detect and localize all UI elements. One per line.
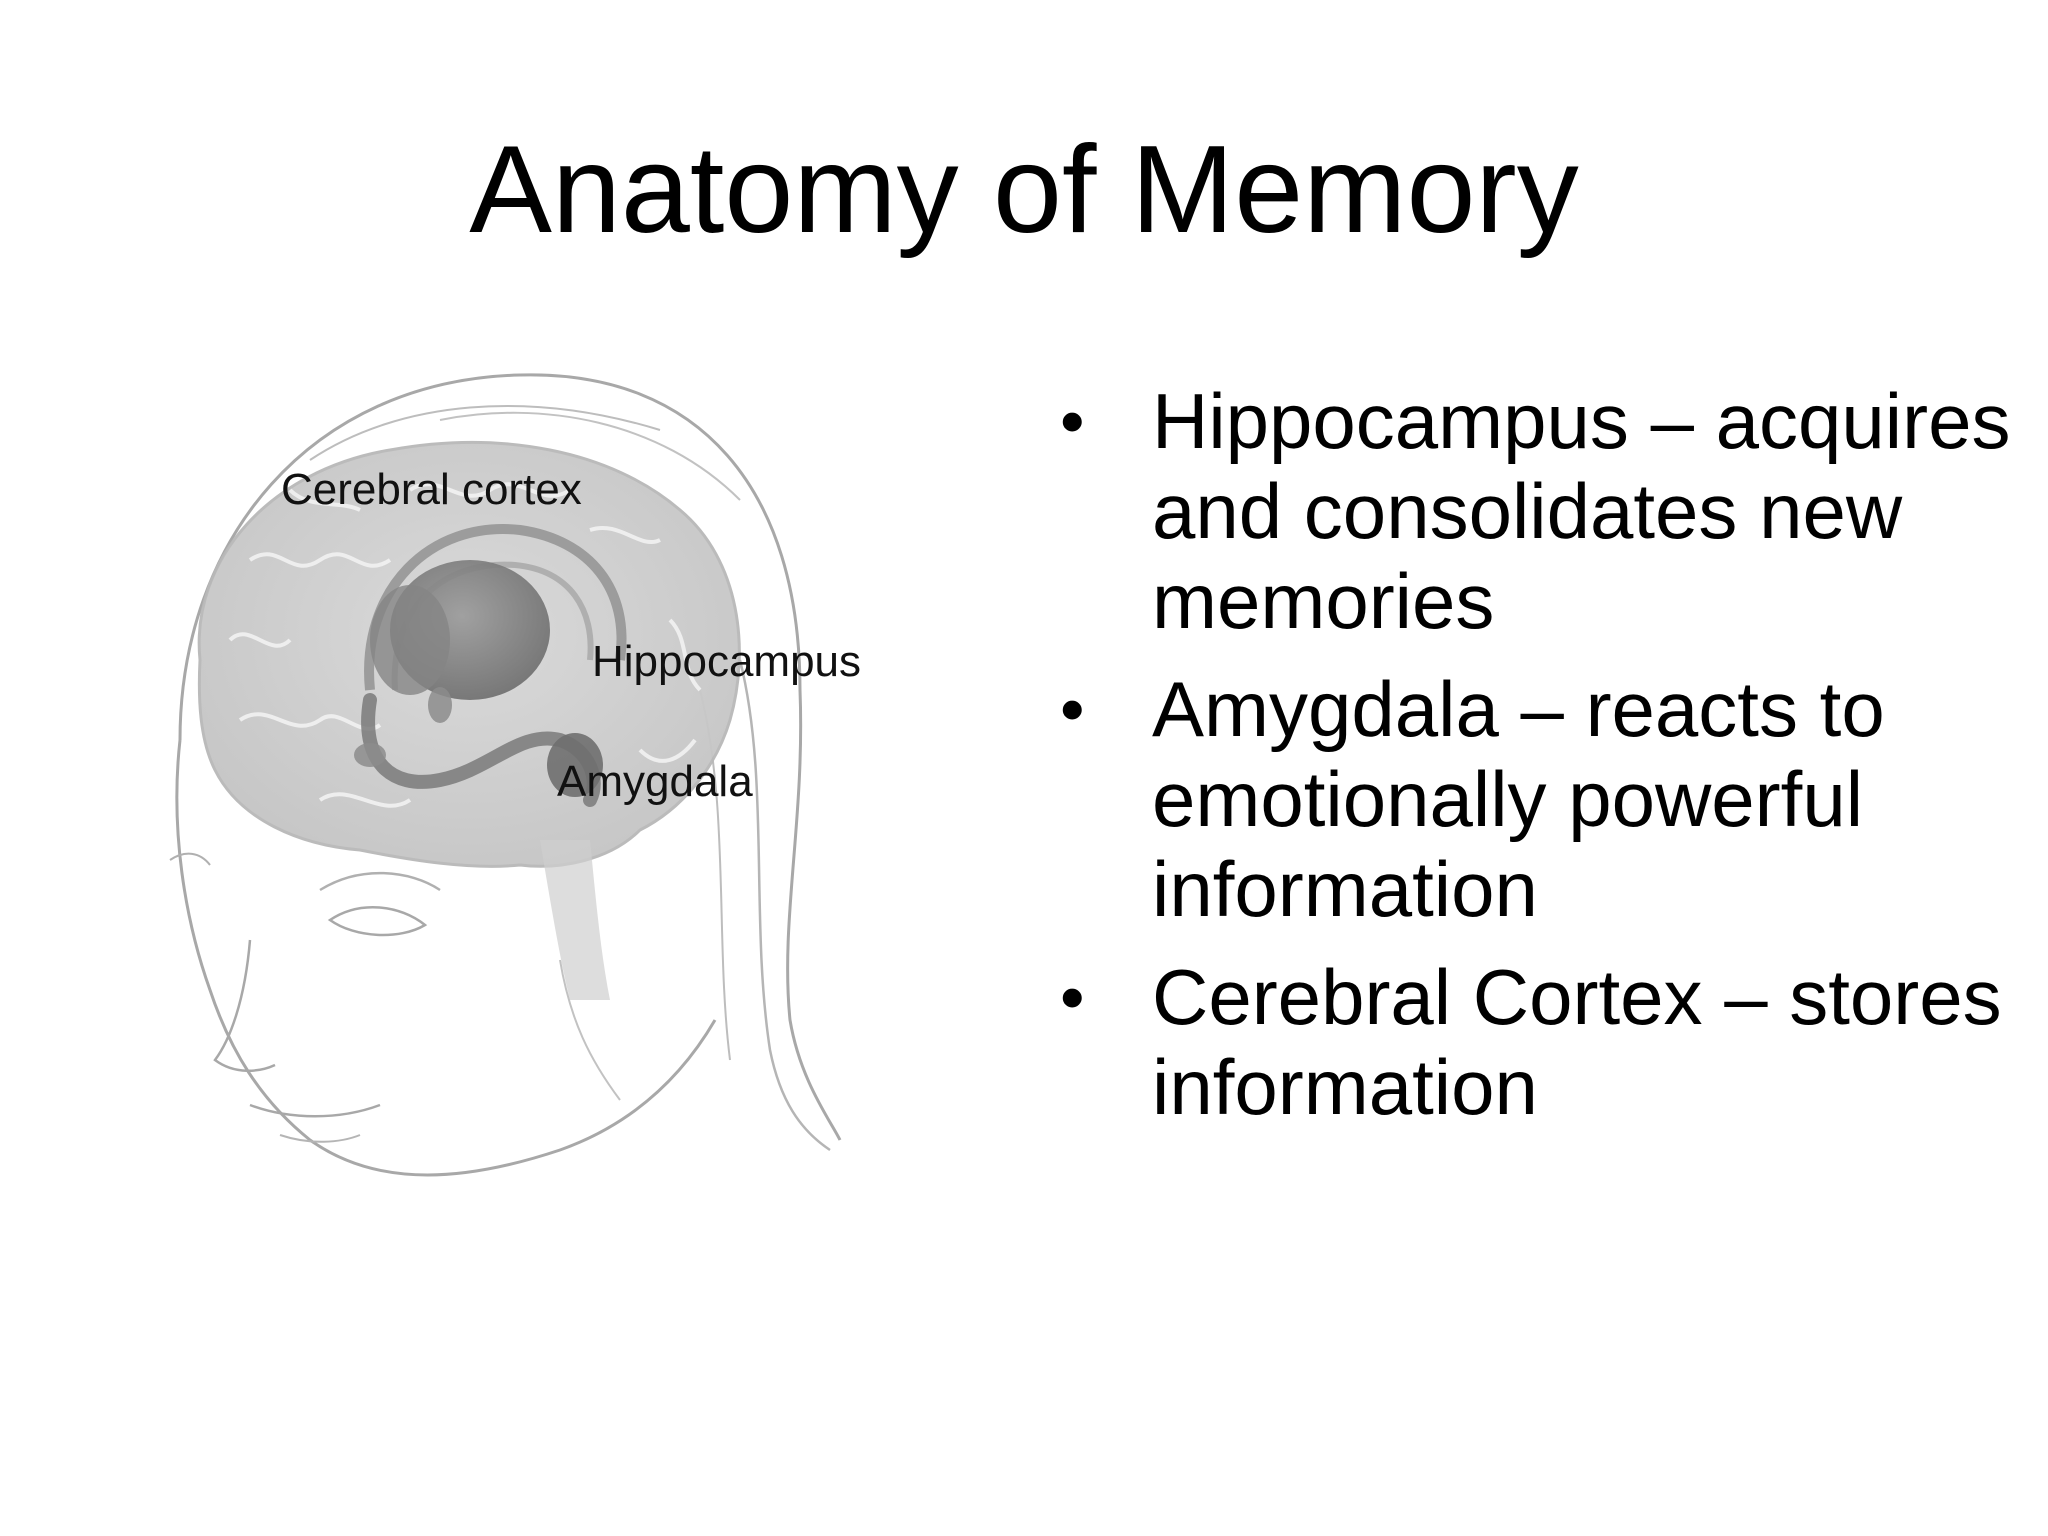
bullet-list: • Hippocampus – acquires and consolidate… bbox=[1060, 376, 2020, 1150]
mammillary-body bbox=[354, 743, 386, 767]
hair-top-strand-2 bbox=[439, 411, 741, 501]
mouth bbox=[249, 1103, 381, 1118]
left-eye bbox=[327, 906, 428, 937]
right-eye bbox=[169, 852, 211, 866]
bullet-text: Amygdala – reacts to emotionally powerfu… bbox=[1152, 665, 1885, 933]
bullet-marker: • bbox=[1060, 670, 1085, 748]
small-nucleus bbox=[428, 687, 452, 723]
bullet-item-cerebral-cortex: • Cerebral Cortex – stores information bbox=[1060, 952, 2020, 1132]
label-amygdala: Amygdala bbox=[557, 757, 753, 806]
lower-lip bbox=[279, 1134, 361, 1143]
bullet-item-hippocampus: • Hippocampus – acquires and consolidate… bbox=[1060, 376, 2020, 646]
neck bbox=[559, 959, 621, 1101]
brain-illustration: Cerebral cortex Hippocampus Amygdala bbox=[140, 360, 862, 1190]
brain-gyri bbox=[228, 482, 702, 808]
amygdala-shape bbox=[547, 733, 603, 797]
label-hippocampus: Hippocampus bbox=[592, 637, 862, 686]
deep-structure bbox=[370, 585, 450, 695]
hair-inner-line bbox=[738, 659, 831, 1152]
face-outline bbox=[175, 739, 717, 1177]
bullet-text: Cerebral Cortex – stores information bbox=[1152, 953, 2002, 1131]
hair-top-strand bbox=[309, 405, 661, 461]
nose bbox=[213, 939, 276, 1072]
brainstem bbox=[540, 840, 610, 1000]
left-brow bbox=[319, 871, 441, 892]
bullet-marker: • bbox=[1060, 382, 1085, 460]
slide-title: Anatomy of Memory bbox=[469, 121, 1579, 259]
hair-outline bbox=[178, 373, 842, 1141]
bullet-marker: • bbox=[1060, 958, 1085, 1036]
label-cerebral-cortex: Cerebral cortex bbox=[281, 465, 582, 514]
bullet-text: Hippocampus – acquires and consolidates … bbox=[1152, 377, 2011, 645]
bullet-item-amygdala: • Amygdala – reacts to emotionally power… bbox=[1060, 664, 2020, 934]
head-brain-drawing bbox=[169, 373, 842, 1177]
